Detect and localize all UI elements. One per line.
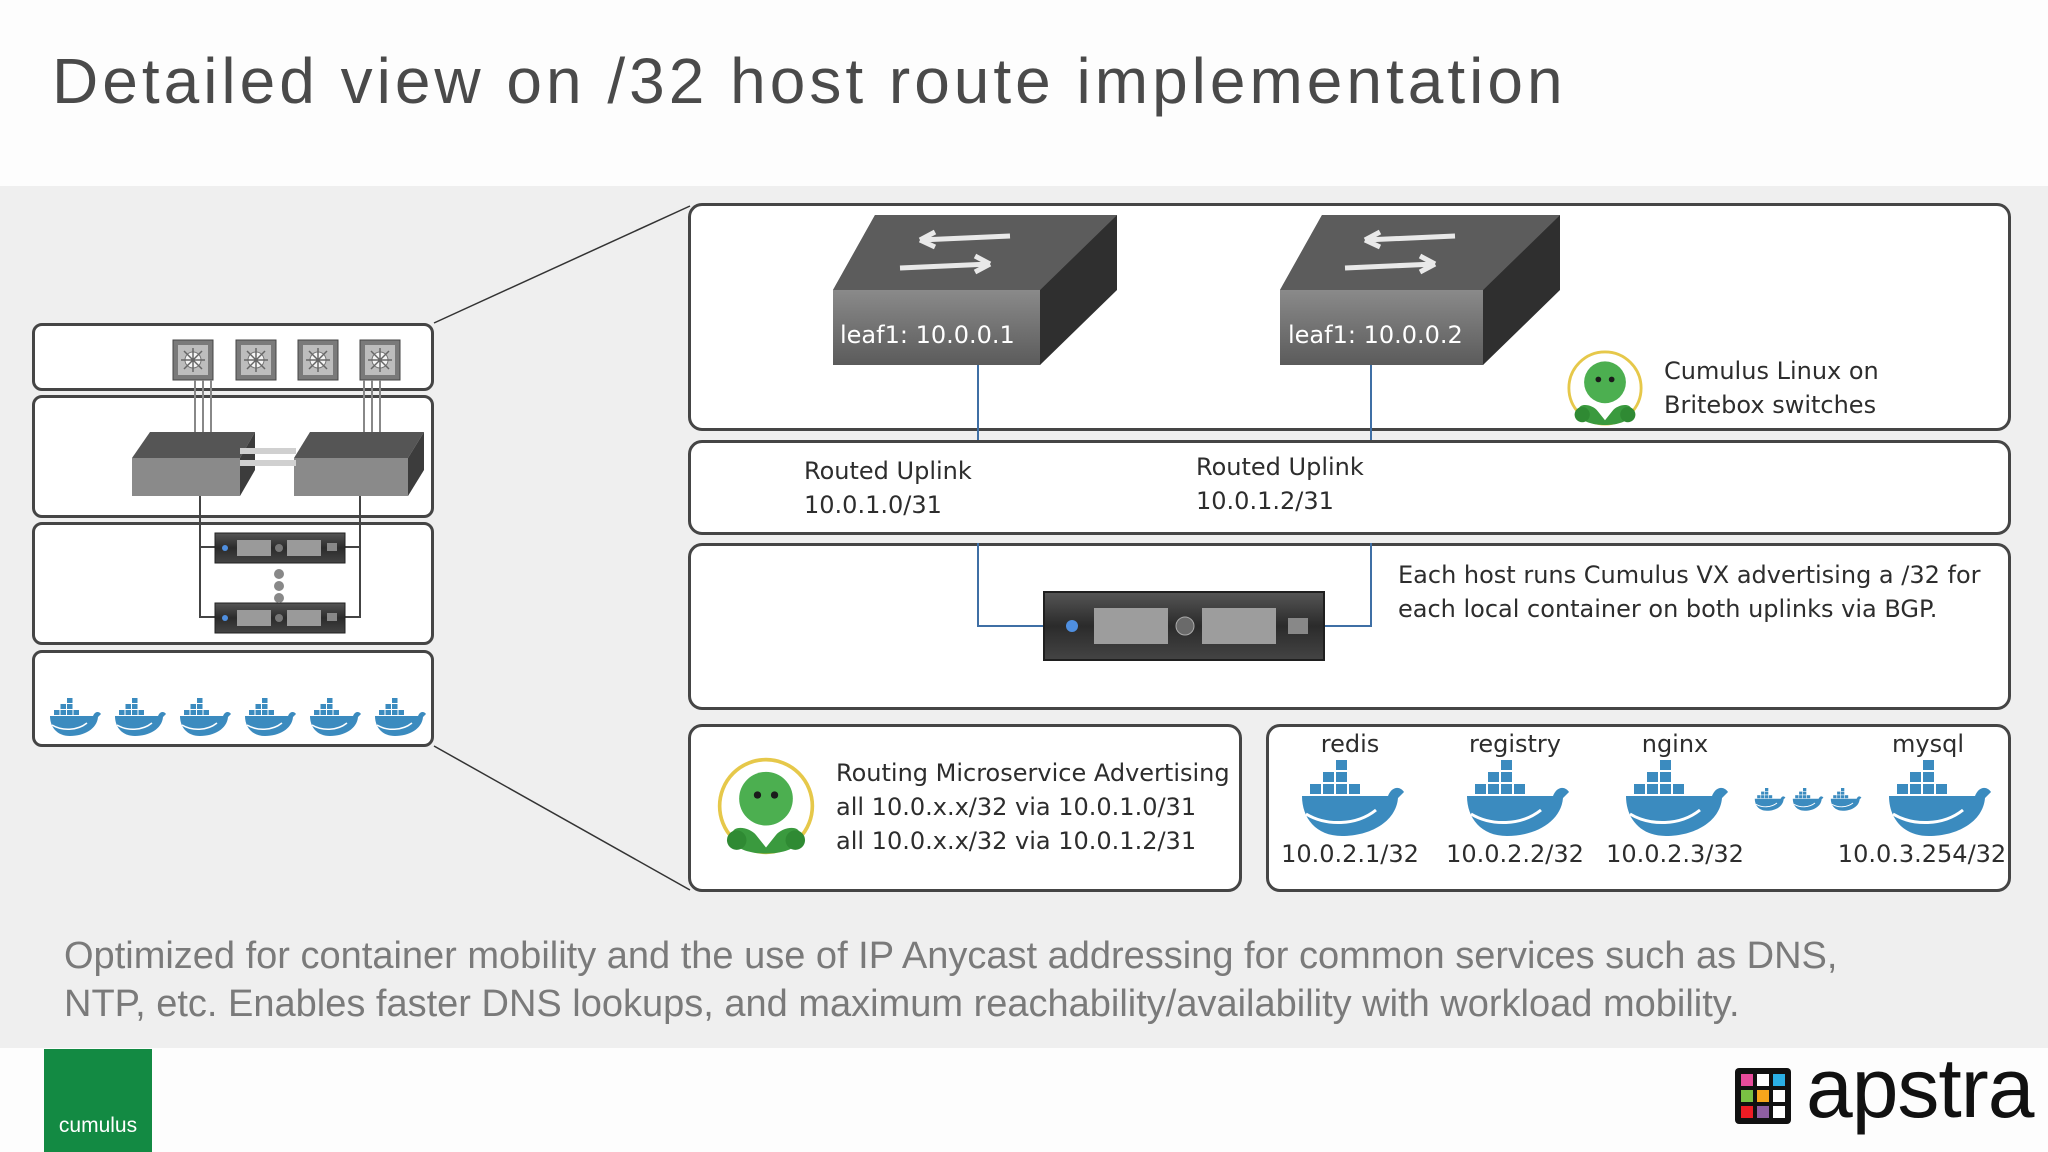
container-name-registry: registry	[1469, 730, 1561, 758]
cumulus-logo: cumulus	[44, 1049, 152, 1152]
container-ip-mysql: 10.0.3.254/32	[1837, 840, 2007, 868]
cumulus-logo-text: cumulus	[58, 1114, 138, 1137]
container-name-nginx: nginx	[1641, 730, 1709, 758]
routing-line1: Routing Microservice Advertising	[836, 759, 1230, 787]
apstra-logo-text: apstra	[1806, 1041, 2034, 1135]
host-note-line1: Each host runs Cumulus VX advertising a …	[1398, 561, 1981, 589]
host-server-shape	[1043, 591, 1325, 661]
caption-line2: NTP, etc. Enables faster DNS lookups, an…	[64, 983, 1740, 1025]
container-ip-nginx: 10.0.2.3/32	[1606, 840, 1744, 868]
uplink-1-title: Routed Uplink	[804, 457, 972, 485]
host-note-line2: each local container on both uplinks via…	[1398, 595, 1938, 623]
overview-container-tier	[32, 650, 434, 747]
container-name-mysql: mysql	[1892, 730, 1964, 758]
caption-line1: Optimized for container mobility and the…	[64, 935, 1838, 977]
leaf-switch-1-label: leaf1: 10.0.0.1	[840, 321, 1015, 349]
container-name-redis: redis	[1320, 730, 1380, 758]
routing-line2: all 10.0.x.x/32 via 10.0.1.0/31	[836, 793, 1197, 821]
slide-title: Detailed view on /32 host route implemen…	[52, 45, 1567, 117]
caption: Optimized for container mobility and the…	[64, 932, 1837, 1028]
container-ip-redis: 10.0.2.1/32	[1281, 840, 1419, 868]
leaf-switch-2-label: leaf1: 10.0.0.2	[1288, 321, 1463, 349]
cumulus-note-line2: Britebox switches	[1664, 391, 1877, 419]
apstra-logo-mark	[1735, 1068, 1791, 1124]
uplink-1-subnet: 10.0.1.0/31	[804, 491, 942, 519]
routing-line3: all 10.0.x.x/32 via 10.0.1.2/31	[836, 827, 1197, 855]
uplink-2-title: Routed Uplink	[1196, 453, 1364, 481]
uplink-lines	[977, 365, 1372, 627]
container-ip-registry: 10.0.2.2/32	[1446, 840, 1584, 868]
leaf-switch-2-shape	[1280, 215, 1560, 365]
uplink-2-subnet: 10.0.1.2/31	[1196, 487, 1334, 515]
uplink-panel	[688, 440, 2011, 535]
leaf-switch-1-shape	[833, 215, 1117, 365]
cumulus-note-line1: Cumulus Linux on	[1664, 357, 1879, 385]
